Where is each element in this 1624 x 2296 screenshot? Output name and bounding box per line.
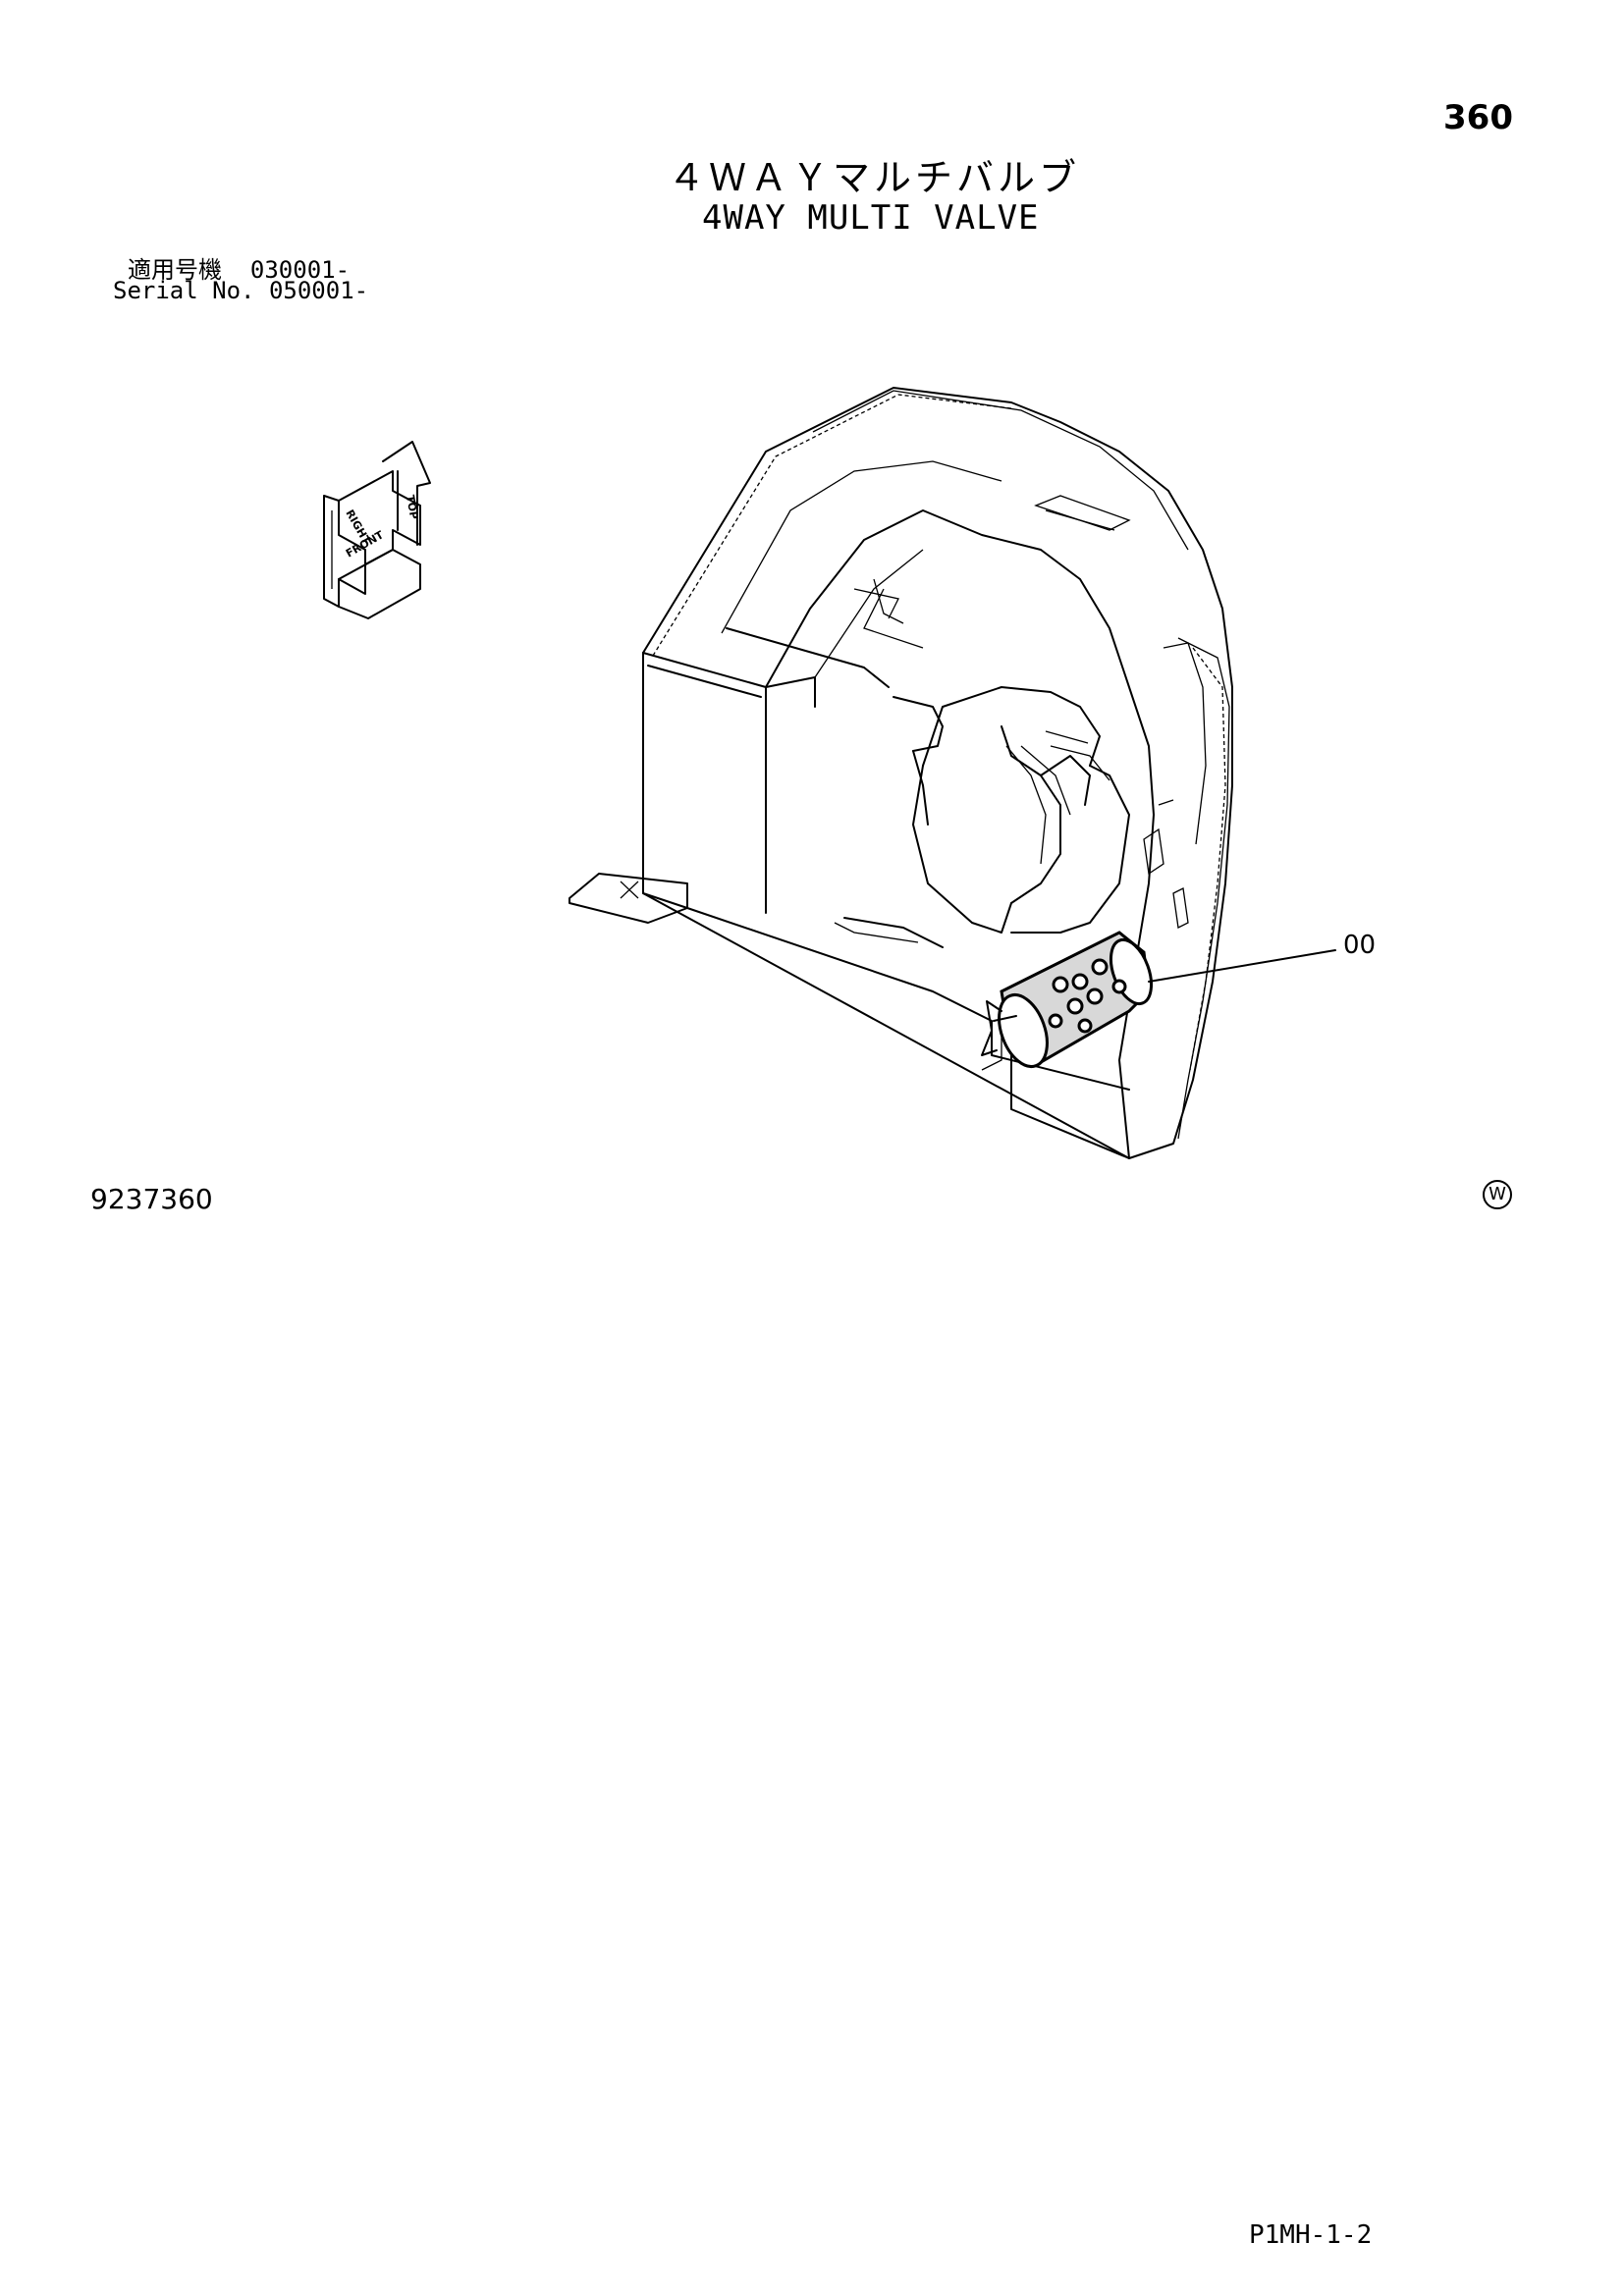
four-way-multi-valve-part bbox=[981, 931, 1336, 1068]
copyright-w-icon: W bbox=[1483, 1180, 1512, 1209]
page-title-english: 4WAY MULTI VALVE bbox=[702, 198, 1040, 238]
serial-range-japanese: 適用号機 030001- bbox=[128, 256, 351, 284]
serial-range-english: Serial No. 050001- bbox=[113, 277, 369, 304]
callout-leader-line bbox=[1148, 949, 1336, 983]
orientation-top-label: TOP bbox=[404, 494, 420, 520]
drawing-number: 9237360 bbox=[90, 1183, 213, 1215]
operator-cab-drawing bbox=[568, 387, 1233, 1159]
orientation-arrows-icon: TOP RIGHT FRONT bbox=[323, 441, 431, 619]
page-title-japanese: ４ＷＡＹマルチバルブ bbox=[668, 156, 1081, 199]
page-code: P1MH-1-2 bbox=[1249, 2220, 1373, 2250]
page-number: 360 bbox=[1443, 98, 1513, 137]
callout-label-00: 00 bbox=[1343, 931, 1377, 960]
